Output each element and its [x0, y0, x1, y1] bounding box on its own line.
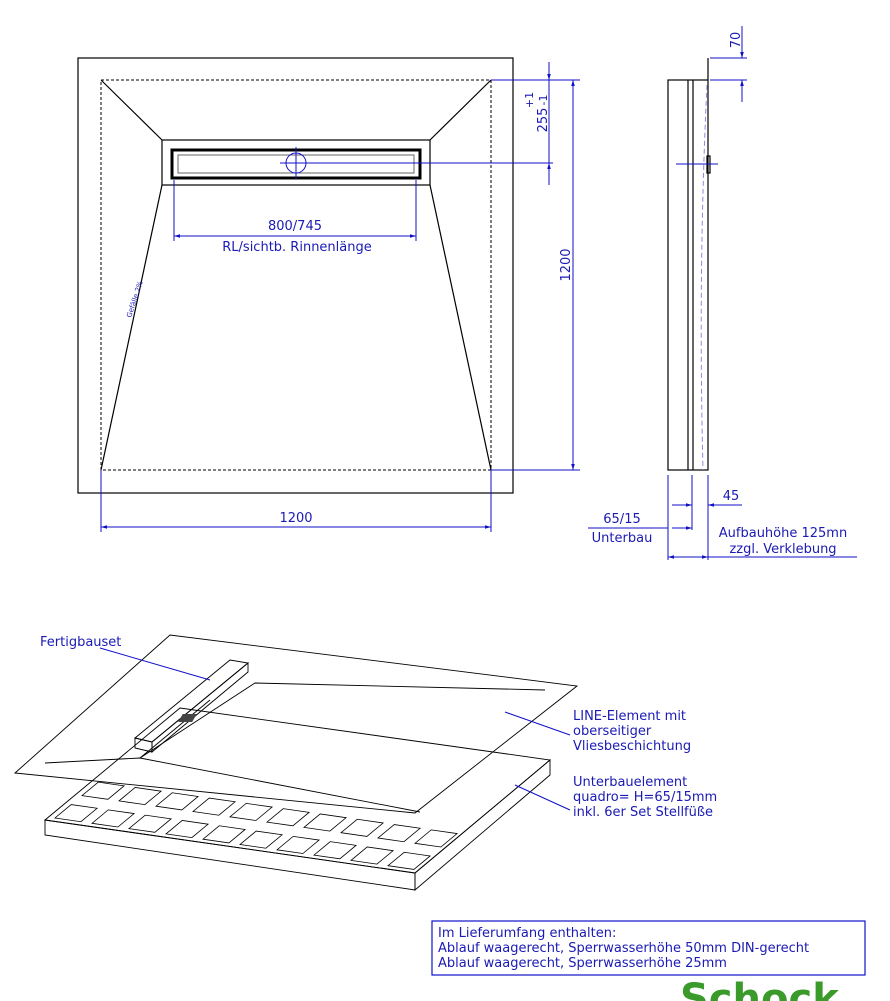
line-label-2: oberseitiger: [573, 724, 652, 739]
base-label: Unterbau: [592, 531, 653, 546]
channel-label: RL/sichtb. Rinnenlänge: [222, 240, 371, 255]
grid-cell: [118, 787, 163, 806]
scope-title: Im Lieferumfang enthalten:: [438, 926, 616, 941]
grid-cell: [91, 809, 136, 828]
base-label-1: Unterbauelement: [573, 775, 687, 790]
length-dim: 1200: [559, 248, 574, 281]
channel-dim: 800/745: [268, 219, 322, 234]
side-view: 70 45 65/15 Unterbau Aufbauhöhe 125mn zz…: [588, 26, 857, 560]
top-dim: 70: [729, 32, 744, 49]
line-label-3: Vliesbeschichtung: [573, 739, 691, 754]
grid-cell: [239, 830, 284, 849]
grid-cell: [155, 792, 200, 811]
scope-box: Im Lieferumfang enthalten: Ablauf waager…: [431, 920, 866, 976]
height-note: zzgl. Verklebung: [729, 542, 836, 557]
grid-cell: [192, 797, 237, 816]
height-label: Aufbauhöhe 125mn: [719, 526, 847, 541]
scope-line-2: Ablauf waagerecht, Sperrwasserhöhe 25mm: [438, 956, 727, 971]
brand-logo: Schock: [680, 976, 840, 1001]
grid-cell: [54, 804, 99, 823]
scope-line-1: Ablauf waagerecht, Sperrwasserhöhe 50mm …: [438, 941, 809, 956]
tray-outline: [77, 57, 514, 494]
grid-cell: [387, 851, 432, 870]
grid-cell: [165, 820, 210, 839]
base-label-3: inkl. 6er Set Stellfüße: [573, 805, 713, 820]
grid-cell: [350, 846, 395, 865]
inner-outline: [100, 79, 492, 471]
tol-minus: -1: [537, 95, 550, 106]
drain-offset-dim: 255: [536, 108, 551, 133]
base-dim: 65/15: [603, 512, 640, 527]
grid-cell: [377, 824, 422, 843]
grid-cell: [414, 829, 459, 848]
grid-cell: [276, 835, 321, 854]
iso-view: Fertigbauset LINE-Element mit oberseitig…: [13, 634, 717, 891]
grid-cell: [229, 802, 274, 821]
grid-cell: [202, 825, 247, 844]
grid-cell: [128, 814, 173, 833]
grid-cell: [266, 808, 311, 827]
plate-dim: 45: [723, 489, 740, 504]
tol-plus: +1: [523, 92, 536, 108]
base-element: [43, 707, 552, 874]
width-dim: 1200: [279, 511, 312, 526]
plan-view: 800/745 RL/sichtb. Rinnenlänge Gefälle 2…: [77, 57, 580, 532]
grid-cell: [340, 818, 385, 837]
line-element: [13, 634, 579, 814]
base-label-2: quadro= H=65/15mm: [573, 790, 717, 805]
grid-cell: [313, 841, 358, 860]
channel-iso: [134, 659, 250, 743]
grid-cell: [303, 813, 348, 832]
fertig-label: Fertigbauset: [40, 635, 121, 650]
grid-cell: [81, 781, 126, 800]
line-label-1: LINE-Element mit: [573, 709, 686, 724]
